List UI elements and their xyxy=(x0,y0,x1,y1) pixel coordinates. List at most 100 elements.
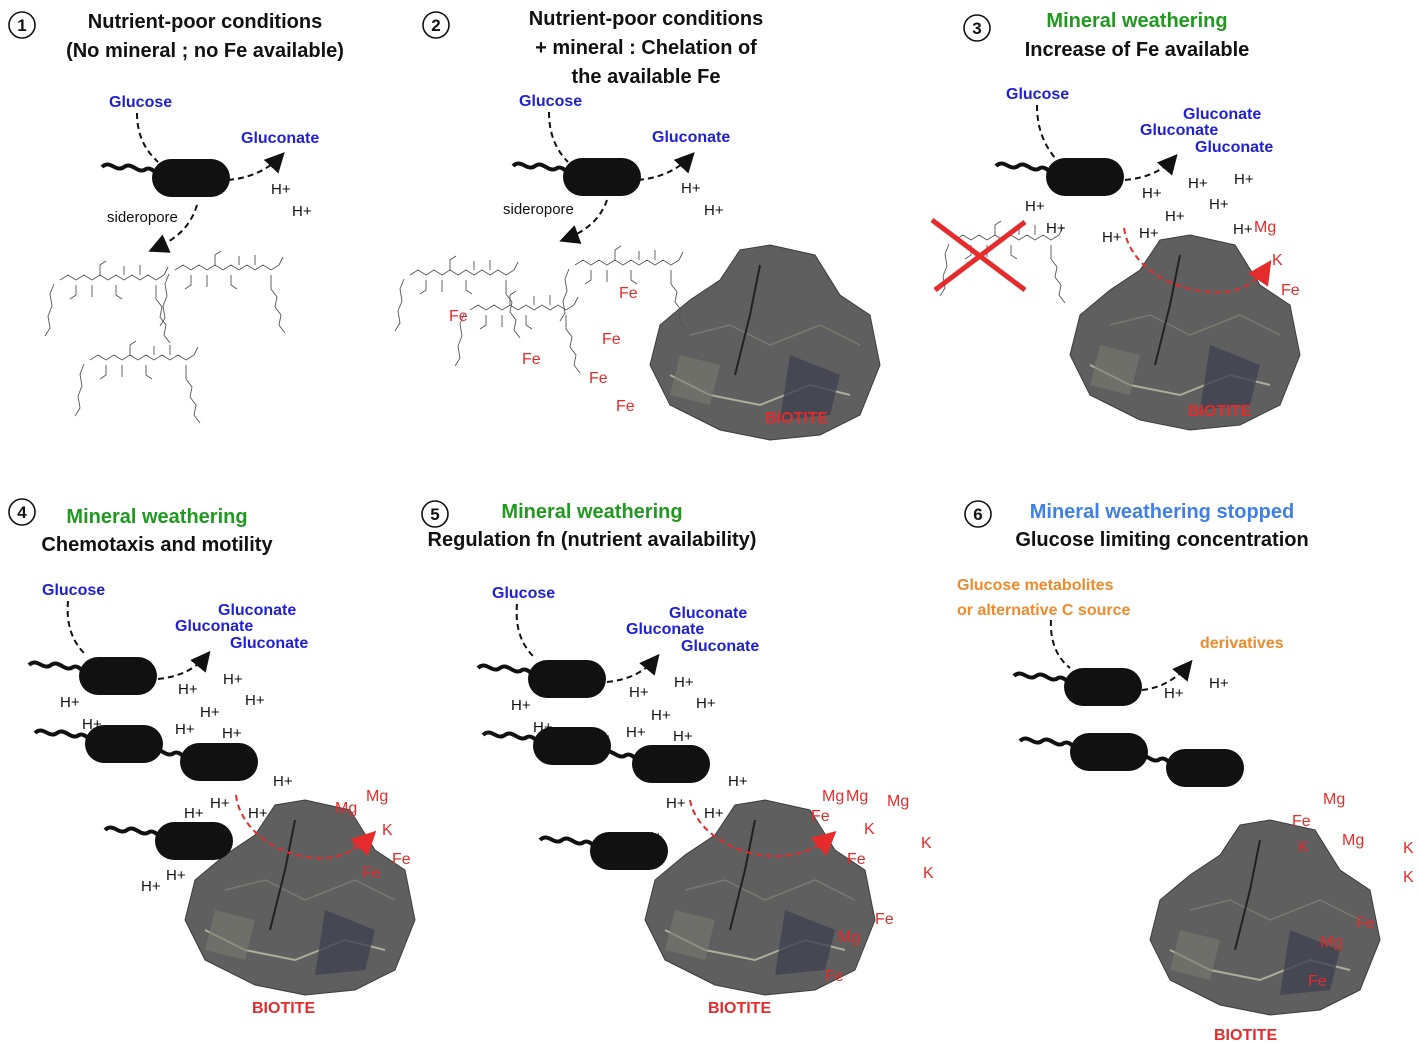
proton-label: H+ xyxy=(245,692,265,709)
siderophore-molecule xyxy=(159,250,286,334)
proton-label: H+ xyxy=(666,795,686,812)
siderophore-molecule xyxy=(74,340,201,424)
magnesium-label: Mg xyxy=(1342,832,1364,849)
gluconate-release-arrow xyxy=(637,152,695,181)
potassium-label: K xyxy=(923,865,934,882)
potassium-label: K xyxy=(921,835,932,852)
proton-label: H+ xyxy=(1233,221,1253,238)
panel-4: 4 Mineral weathering Chemotaxis and moti… xyxy=(8,498,416,1017)
magnesium-label: Mg xyxy=(1254,219,1276,236)
gluconate-release-arrow xyxy=(157,650,211,680)
gluconate-label: Gluconate xyxy=(241,130,319,147)
proton-label: H+ xyxy=(673,728,693,745)
iron-label: Fe xyxy=(825,968,844,985)
proton-label: H+ xyxy=(178,681,198,698)
glucose-uptake-arrow xyxy=(1036,104,1056,159)
glucose-uptake-arrow xyxy=(515,603,536,659)
proton-label: H+ xyxy=(681,180,701,197)
siderophore-label: sideropore xyxy=(107,209,178,226)
proton-label: H+ xyxy=(210,795,230,812)
potassium-label: K xyxy=(1403,840,1414,857)
gluconate-label: Gluconate xyxy=(1140,122,1218,139)
iron-label: Fe xyxy=(362,865,381,882)
iron-label: Fe xyxy=(602,331,621,348)
siderophore-label: sideropore xyxy=(503,201,574,218)
panel-3-number-badge: 3 xyxy=(963,14,991,42)
derivatives-release-arrow xyxy=(1141,659,1193,691)
crossed-out-mark xyxy=(930,218,1027,292)
metabolites-label: Glucose metabolites xyxy=(957,577,1114,594)
proton-label: H+ xyxy=(651,707,671,724)
metabolites-label: or alternative C source xyxy=(957,602,1131,619)
potassium-label: K xyxy=(1403,869,1414,886)
panel-2-title-line: the available Fe xyxy=(572,66,721,88)
magnesium-label: Mg xyxy=(838,929,860,946)
iron-label: Fe xyxy=(811,808,830,825)
panel-6-number-badge: 6 xyxy=(964,500,992,528)
gluconate-label: Gluconate xyxy=(230,635,308,652)
svg-text:1: 1 xyxy=(17,16,26,35)
panel-5-number-badge: 5 xyxy=(421,500,449,528)
proton-label: H+ xyxy=(696,695,716,712)
bacterium xyxy=(103,820,235,862)
panel-3-title: Mineral weathering xyxy=(1046,10,1227,32)
proton-label: H+ xyxy=(1025,198,1045,215)
weathering-front-arrow xyxy=(689,799,837,858)
proton-label: H+ xyxy=(223,671,243,688)
magnesium-label: Mg xyxy=(366,788,388,805)
potassium-label: K xyxy=(382,822,393,839)
biotite-mineral xyxy=(644,799,876,996)
potassium-label: K xyxy=(1272,252,1283,269)
proton-label: H+ xyxy=(175,721,195,738)
panel-2-number-badge: 2 xyxy=(422,11,450,39)
panel-4-number-badge: 4 xyxy=(8,498,36,526)
panel-1-subtitle: (No mineral ; no Fe available) xyxy=(66,40,344,62)
proton-label: H+ xyxy=(1046,220,1066,237)
proton-label: H+ xyxy=(626,724,646,741)
iron-label: Fe xyxy=(875,911,894,928)
potassium-label: K xyxy=(352,836,363,853)
svg-text:6: 6 xyxy=(973,505,982,524)
gluconate-label: Gluconate xyxy=(681,638,759,655)
mineral-label: BIOTITE xyxy=(765,410,828,427)
proton-label: H+ xyxy=(141,878,161,895)
panel-2-title-line: + mineral : Chelation of xyxy=(535,37,757,59)
gluconate-label: Gluconate xyxy=(652,129,730,146)
siderophore-molecule xyxy=(394,255,521,339)
magnesium-label: Mg xyxy=(822,788,844,805)
iron-label: Fe xyxy=(1356,915,1375,932)
svg-text:4: 4 xyxy=(17,503,27,522)
panel-2: 2 Nutrient-poor conditions + mineral : C… xyxy=(394,8,881,441)
proton-label: H+ xyxy=(1139,225,1159,242)
iron-label: Fe xyxy=(1281,282,1300,299)
proton-label: H+ xyxy=(1188,175,1208,192)
bacterium xyxy=(27,655,159,697)
proton-label: H+ xyxy=(674,674,694,691)
gluconate-release-arrow xyxy=(606,653,660,683)
proton-label: H+ xyxy=(704,805,724,822)
panel-5-title: Mineral weathering xyxy=(501,501,682,523)
potassium-label: K xyxy=(817,835,828,852)
gluconate-label: Gluconate xyxy=(626,621,704,638)
panel-3: 3 Mineral weathering Increase of Fe avai… xyxy=(930,10,1301,431)
svg-text:3: 3 xyxy=(972,19,981,38)
proton-label: H+ xyxy=(60,694,80,711)
panel-1: 1 Nutrient-poor conditions (No mineral ;… xyxy=(8,11,344,424)
proton-label: H+ xyxy=(590,728,610,745)
siderophore-molecule xyxy=(454,290,581,374)
proton-label: H+ xyxy=(1209,196,1229,213)
magnesium-label: Mg xyxy=(1323,791,1345,808)
gluconate-label: Gluconate xyxy=(1195,139,1273,156)
proton-label: H+ xyxy=(728,773,748,790)
proton-label: H+ xyxy=(533,719,553,736)
siderophore-release-arrow xyxy=(559,199,608,244)
proton-label: H+ xyxy=(82,716,102,733)
panel-6-title: Mineral weathering stopped xyxy=(1030,501,1294,523)
panel-4-subtitle: Chemotaxis and motility xyxy=(41,534,273,556)
metabolite-uptake-arrow xyxy=(1049,619,1071,669)
mineral-label: BIOTITE xyxy=(252,1000,315,1017)
proton-label: H+ xyxy=(248,805,268,822)
mineral-label: BIOTITE xyxy=(1214,1027,1277,1043)
proton-label: H+ xyxy=(184,805,204,822)
iron-label: Fe xyxy=(616,398,635,415)
